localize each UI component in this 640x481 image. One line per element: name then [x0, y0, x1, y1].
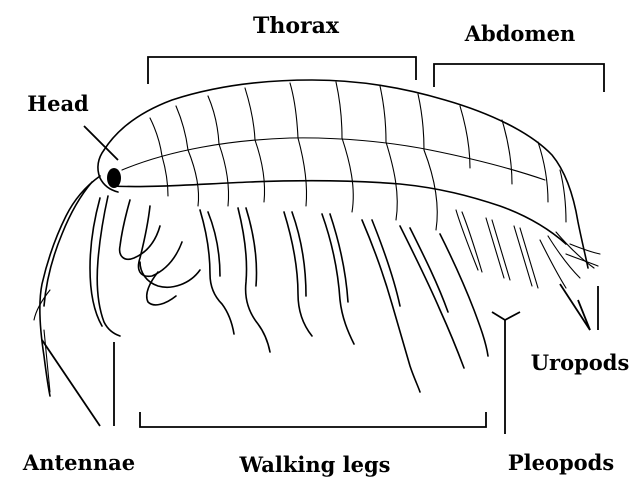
eye [107, 168, 121, 188]
walking-legs-bracket [140, 412, 486, 427]
antennae-drawing [34, 176, 120, 396]
thorax-bracket [148, 57, 416, 84]
uropods-drawing [540, 232, 600, 288]
legs-drawing [120, 200, 488, 392]
walking-legs-label: Walking legs [239, 452, 391, 477]
thorax-label: Thorax [253, 13, 340, 39]
antennae-pointer [42, 340, 114, 426]
uropods-label: Uropods [531, 350, 630, 375]
abdomen-bracket [434, 64, 604, 92]
pleopods-label: Pleopods [508, 450, 614, 475]
head-label: Head [27, 91, 89, 116]
pleopods-drawing [456, 210, 538, 288]
pleopods-pointer [492, 312, 520, 434]
abdomen-label: Abdomen [464, 21, 576, 46]
uropods-pointer [560, 284, 598, 330]
antennae-label: Antennae [22, 450, 135, 475]
amphipod-body [98, 80, 588, 268]
